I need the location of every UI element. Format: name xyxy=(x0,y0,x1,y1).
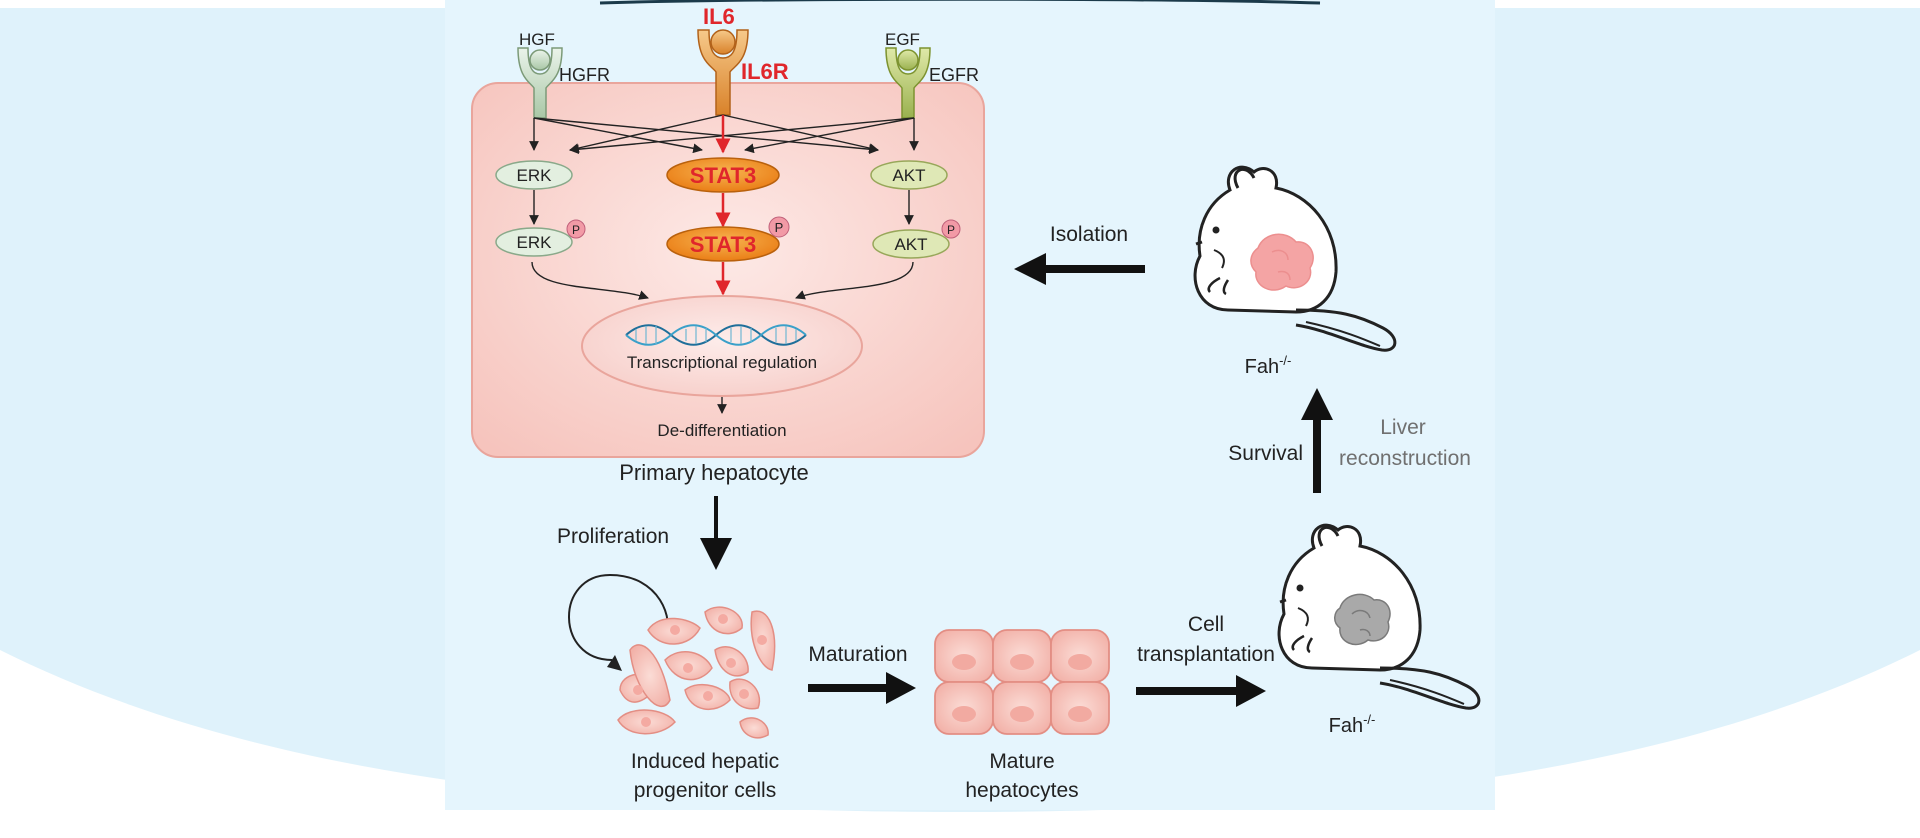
liver-label-line2: reconstruction xyxy=(1339,447,1471,470)
dna-icon xyxy=(625,324,807,346)
il6r-receptor-icon xyxy=(697,29,749,116)
akt-phospho-badge xyxy=(941,219,961,239)
erk-label: ERK xyxy=(517,166,553,185)
erk-to-nucleus-arrow xyxy=(531,261,649,300)
nucleus-label: Transcriptional regulation xyxy=(627,353,817,372)
mouse-bottom-label: Fah-/- xyxy=(1329,712,1376,737)
egfr-receptor-icon xyxy=(885,47,931,119)
diseased-liver-icon xyxy=(1334,593,1391,646)
progenitor-label-line2: progenitor cells xyxy=(634,779,776,802)
akt-p-node xyxy=(872,229,950,259)
stat3-node xyxy=(666,157,780,193)
isolation-arrow-icon xyxy=(1014,253,1145,285)
mature-hepatocytes-icon xyxy=(934,629,1110,735)
maturation-label: Maturation xyxy=(808,643,907,666)
outcome-label: De-differentiation xyxy=(657,421,786,440)
akt-label: AKT xyxy=(892,166,925,185)
survival-arrow-icon xyxy=(1301,388,1333,493)
mouse-top-sup: -/- xyxy=(1279,353,1291,368)
proliferation-arrow-icon xyxy=(700,496,732,570)
egfr-label: EGFR xyxy=(929,65,979,85)
akt-phospho-label: P xyxy=(947,223,955,237)
mouse-bottom-sup: -/- xyxy=(1363,712,1375,727)
hgfr-receptor-icon xyxy=(517,47,563,119)
mouse-bottom-icon xyxy=(1277,523,1481,710)
transplantation-arrow-icon xyxy=(1136,675,1266,707)
stat3-phospho-badge xyxy=(768,216,790,238)
stat3-label: STAT3 xyxy=(690,163,756,188)
erk-phospho-label: P xyxy=(572,223,580,237)
progenitor-label-line1: Induced hepatic xyxy=(631,750,779,773)
liver-label-line1: Liver xyxy=(1380,416,1426,439)
akt-to-nucleus-arrow xyxy=(795,261,914,300)
nucleus xyxy=(581,295,863,397)
erk-p-node xyxy=(495,227,573,257)
hgfr-label: HGFR xyxy=(559,65,610,85)
cell-label: Primary hepatocyte xyxy=(619,460,809,485)
proliferation-label: Proliferation xyxy=(557,525,669,548)
erk-phospho-badge xyxy=(566,219,586,239)
mouse-top-label: Fah-/- xyxy=(1245,353,1292,378)
il6r-label: IL6R xyxy=(741,59,789,84)
egf-label: EGF xyxy=(885,30,920,49)
hgf-label: HGF xyxy=(519,30,555,49)
signal-cross-arrows xyxy=(529,114,919,155)
mouse-bottom-base: Fah xyxy=(1329,715,1363,737)
mature-label-line2: hepatocytes xyxy=(965,779,1078,802)
transplant-label-line2: transplantation xyxy=(1137,643,1275,666)
akt-node xyxy=(870,160,948,190)
progenitor-cells-icon xyxy=(568,573,776,739)
erk-node xyxy=(495,160,573,190)
akt-p-label: AKT xyxy=(894,235,927,254)
survival-label: Survival xyxy=(1228,442,1303,465)
il6-label: IL6 xyxy=(703,4,735,29)
erk-p-label: ERK xyxy=(517,233,553,252)
stat3-p-label: STAT3 xyxy=(690,232,756,257)
stat3-phospho-label: P xyxy=(775,220,784,235)
mouse-top-icon xyxy=(1193,165,1397,352)
top-edge-line xyxy=(599,0,1321,5)
maturation-arrow-icon xyxy=(808,672,916,704)
primary-hepatocyte-cell xyxy=(471,82,985,458)
mature-label-line1: Mature xyxy=(989,750,1054,773)
transplant-label-line1: Cell xyxy=(1188,613,1224,636)
healthy-liver-icon xyxy=(1250,233,1314,291)
mouse-top-base: Fah xyxy=(1245,356,1279,378)
stat3-p-node xyxy=(666,226,780,262)
isolation-label: Isolation xyxy=(1050,223,1128,246)
